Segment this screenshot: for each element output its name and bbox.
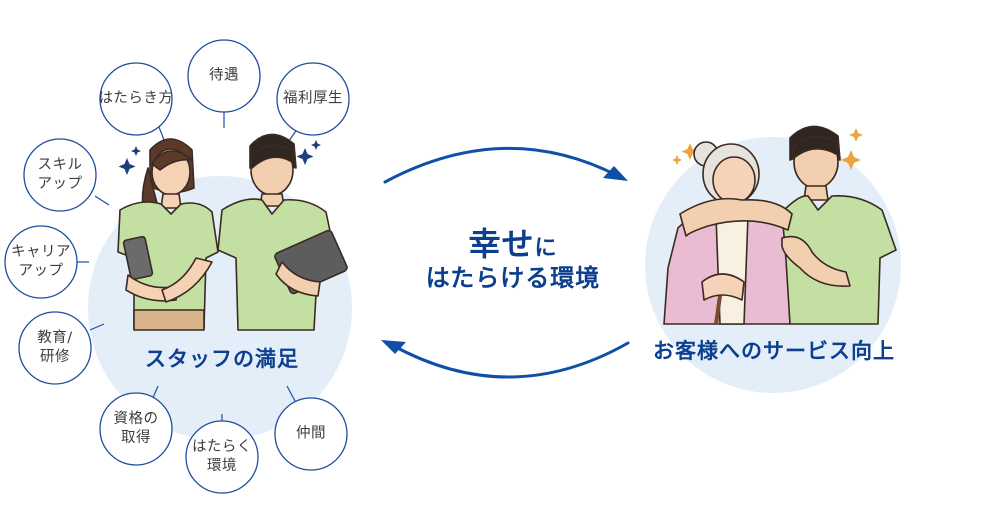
center-title-line1: 幸せに — [426, 226, 601, 263]
sparkles-blue — [118, 140, 321, 175]
bubble-label-taigu: 待遇 — [209, 67, 239, 86]
center-title: 幸せに はたらける環境 — [426, 226, 601, 294]
bubble-label-line: キャリア — [11, 244, 71, 261]
bubble-label-line: 仲間 — [296, 425, 326, 442]
bubble-label-line: 教育/ — [37, 330, 73, 347]
staff-woman-illustration — [117, 138, 219, 331]
cycle-arrows — [383, 147, 630, 379]
bubble-label-kyoiku: 教育/ 研修 — [37, 329, 72, 367]
bubble-label-line: 研修 — [39, 349, 70, 365]
bubble-label-line: アップ — [18, 263, 64, 279]
arrow-bottom — [390, 341, 630, 379]
bubble-label-fukuri: 福利厚生 — [283, 90, 343, 109]
service-improvement-caption: お客様へのサービス向上 — [653, 339, 895, 363]
center-title-main: 幸せ — [468, 225, 535, 264]
caregiver-man-illustration — [679, 125, 897, 325]
bubble-label-line: 取得 — [121, 430, 151, 446]
bubble-label-line: 資格の — [113, 411, 159, 428]
bubble-label-line: アップ — [37, 176, 83, 192]
bubble-label-line: スキル — [37, 157, 83, 174]
bubble-label-line: 福利厚生 — [283, 90, 343, 107]
bubble-label-hatarakikata: はたらき方 — [99, 90, 174, 109]
center-title-line2: はたらける環境 — [425, 263, 601, 292]
arrow-bottom-head — [381, 340, 406, 354]
bubble-label-line: はたらき方 — [98, 90, 174, 107]
bubble-label-careerup: キャリア アップ — [11, 243, 71, 281]
arrow-top-head — [603, 166, 628, 181]
arrow-top — [383, 147, 620, 184]
satellite-bubbles — [4, 39, 350, 494]
bubble-label-skillup: スキル アップ — [38, 156, 83, 194]
sparkles-gold — [672, 128, 863, 170]
bubble-label-shikaku: 資格の 取得 — [114, 410, 159, 448]
bubble-label-kankyo: はたらく 環境 — [192, 438, 252, 476]
staff-man-illustration — [217, 133, 348, 331]
center-title-particle: に — [534, 236, 558, 262]
bubble-label-nakama: 仲間 — [296, 425, 326, 444]
staff-satisfaction-caption: スタッフの満足 — [145, 347, 299, 371]
bubble-label-line: はたらく — [192, 439, 252, 456]
bubble-label-line: 待遇 — [209, 67, 239, 84]
bubble-label-line: 環境 — [207, 458, 237, 474]
